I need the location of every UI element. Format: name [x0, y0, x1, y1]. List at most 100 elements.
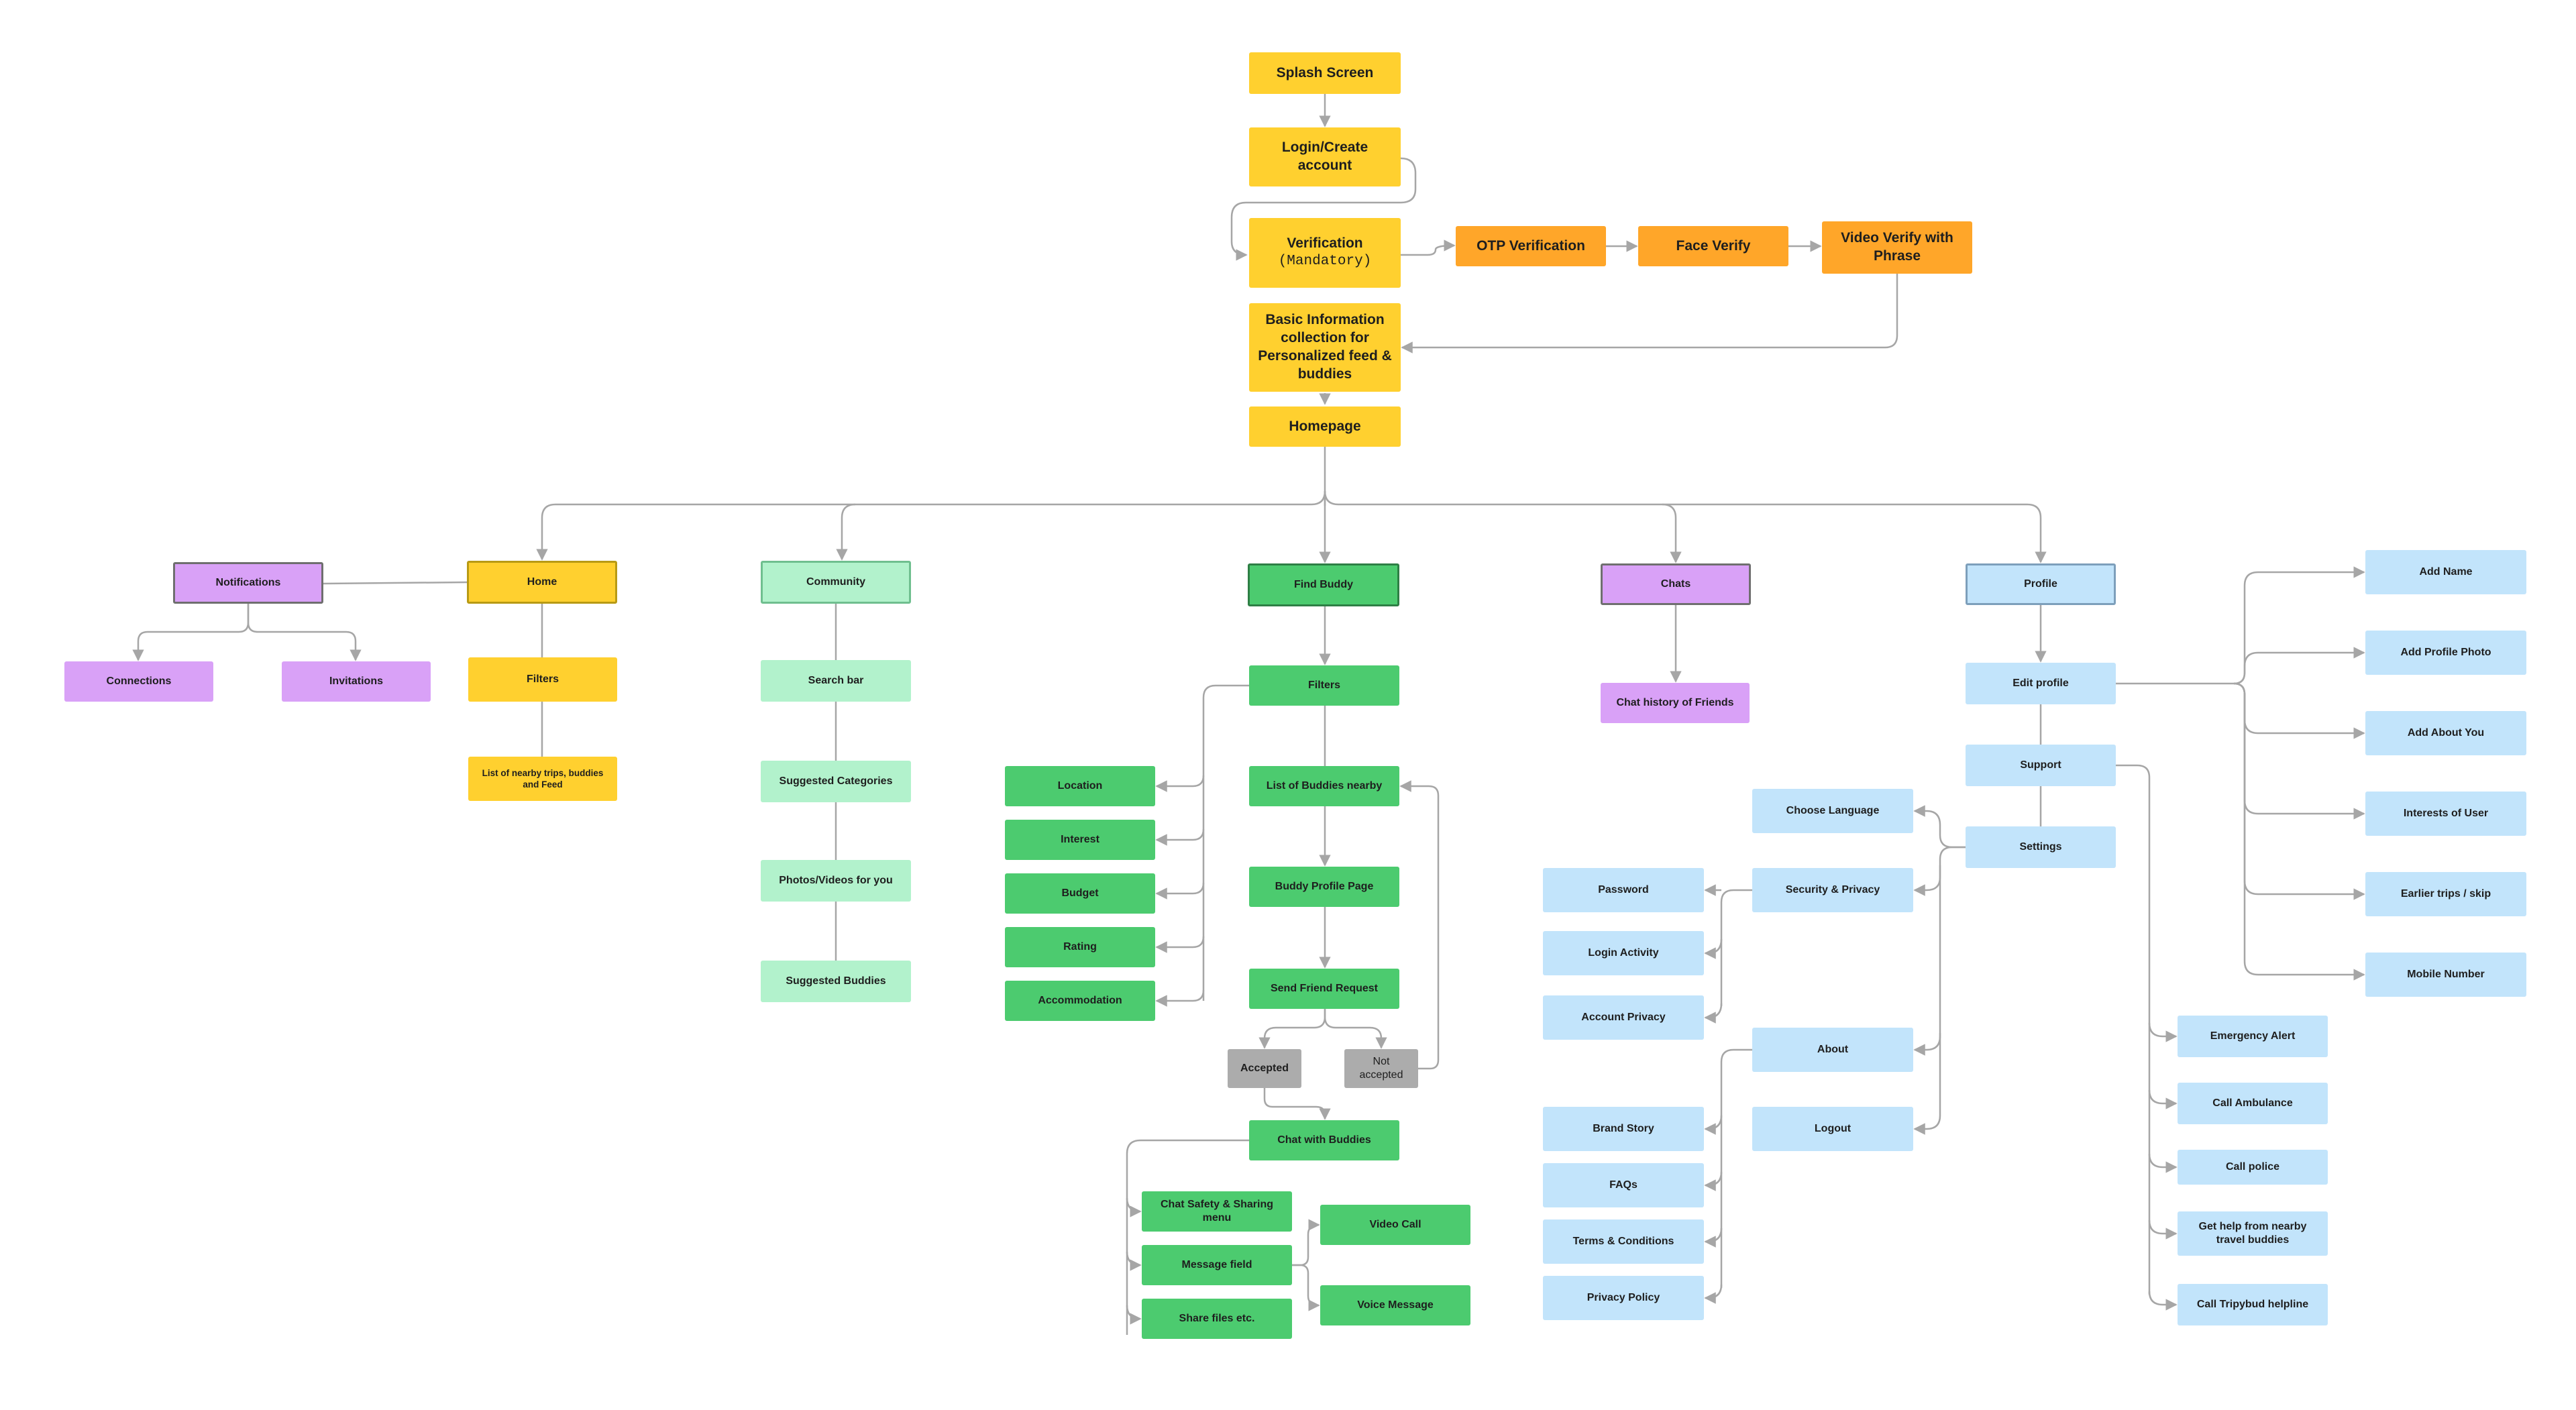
node-suggested-categories: Suggested Categories: [761, 761, 911, 802]
node-otp-verification: OTP Verification: [1456, 226, 1606, 266]
node-login: Login/Create account: [1249, 127, 1401, 186]
node-support: Support: [1966, 745, 2116, 786]
connector-chat-share: [1126, 1305, 1142, 1325]
node-suggested-buddies: Suggested Buddies: [761, 961, 911, 1002]
connector-filters-interest: [1155, 828, 1205, 846]
node-call-ambulance: Call Ambulance: [2178, 1083, 2328, 1124]
node-home-list: List of nearby trips, buddies and Feed: [468, 757, 617, 801]
node-chat-safety: Chat Safety & Sharing menu: [1142, 1191, 1292, 1232]
connector-settings-language: [1913, 805, 1966, 849]
node-terms: Terms & Conditions: [1543, 1219, 1704, 1264]
connector-settings-logout: [1913, 1033, 1941, 1135]
node-verification: Verification (Mandatory): [1249, 218, 1401, 288]
connector-security-trunk: [1720, 889, 1752, 1006]
connector-homepage-home: [536, 490, 1326, 561]
connector-homepage-chats: [1324, 490, 1682, 563]
connector-support-trunk: [2116, 764, 2151, 1295]
node-add-name: Add Name: [2365, 550, 2526, 594]
connector-message-voice: [1292, 1264, 1320, 1311]
connector-filters-budget: [1155, 882, 1205, 900]
node-chats: Chats: [1601, 563, 1751, 605]
node-share-files: Share files etc.: [1142, 1299, 1292, 1339]
node-not-accepted: Not accepted: [1344, 1049, 1418, 1088]
connector-edit-photo: [2233, 647, 2365, 685]
node-filter-interest: Interest: [1005, 820, 1155, 860]
connector-home-notifications: [323, 581, 468, 585]
node-security-privacy: Security & Privacy: [1752, 868, 1913, 912]
node-community: Community: [761, 561, 911, 604]
connector-about-brandstory: [1704, 1115, 1723, 1135]
node-mobile-number: Mobile Number: [2365, 953, 2526, 997]
connector-edit-about: [2233, 682, 2365, 739]
connector-message-videocall: [1292, 1219, 1320, 1266]
node-basic-information: Basic Information collection for Persona…: [1249, 303, 1401, 392]
node-add-about-you: Add About You: [2365, 711, 2526, 755]
connector-request-accepted: [1258, 1009, 1326, 1049]
node-splash-screen: Splash Screen: [1249, 52, 1401, 94]
node-send-friend-request: Send Friend Request: [1249, 969, 1399, 1009]
node-tripybud-helpline: Call Tripybud helpline: [2178, 1284, 2328, 1325]
node-buddy-filters: Filters: [1249, 665, 1399, 706]
connector-edit-interests: [2233, 682, 2365, 820]
node-emergency-alert: Emergency Alert: [2178, 1016, 2328, 1057]
node-connections: Connections: [64, 661, 213, 702]
connector-security-accountprivacy: [1704, 1003, 1723, 1024]
node-login-activity: Login Activity: [1543, 931, 1704, 975]
node-video-verify: Video Verify with Phrase: [1822, 221, 1972, 274]
node-call-police: Call police: [2178, 1150, 2328, 1185]
node-buddies-list: List of Buddies nearby: [1249, 766, 1399, 806]
node-settings: Settings: [1966, 826, 2116, 868]
node-account-privacy: Account Privacy: [1543, 995, 1704, 1040]
connector-chat-trunk: [1126, 1139, 1249, 1335]
node-face-verify: Face Verify: [1638, 226, 1788, 266]
connector-notifications-invitations: [247, 604, 362, 661]
connector-filters-rating: [1155, 936, 1205, 953]
connector-about-trunk: [1720, 1048, 1752, 1288]
connector-about-privacypolicy: [1704, 1284, 1723, 1304]
node-video-call: Video Call: [1320, 1205, 1470, 1245]
node-search-bar: Search bar: [761, 660, 911, 702]
connector-homepage-community: [836, 503, 856, 561]
connector-support-ambulance: [2148, 1089, 2178, 1109]
connector-about-faqs: [1704, 1171, 1723, 1191]
connector-chat-message: [1126, 1251, 1142, 1271]
connector-support-helpline: [2148, 1291, 2178, 1311]
node-buddy-profile: Buddy Profile Page: [1249, 867, 1399, 907]
node-earlier-trips: Earlier trips / skip: [2365, 872, 2526, 916]
connector-homepage-profile: [1662, 503, 2047, 563]
node-filter-rating: Rating: [1005, 927, 1155, 967]
connector-notaccepted-list: [1399, 780, 1440, 1070]
node-home-filters: Filters: [468, 657, 617, 702]
node-nearby-help: Get help from nearby travel buddies: [2178, 1211, 2328, 1256]
node-filter-accommodation: Accommodation: [1005, 981, 1155, 1021]
node-invitations: Invitations: [282, 661, 431, 702]
connector-filters-location: [1155, 775, 1205, 792]
connector-filters-accommodation: [1155, 989, 1205, 1007]
connector-edit-trips: [2233, 682, 2365, 900]
connector-chat-safety: [1126, 1197, 1142, 1217]
node-password: Password: [1543, 868, 1704, 912]
connector-support-emergency: [2148, 1022, 2178, 1042]
connector-login-verification: [1230, 157, 1417, 261]
connector-settings-about: [1913, 865, 1941, 1056]
connector-edit-mobile: [2233, 682, 2365, 981]
node-homepage: Homepage: [1249, 406, 1401, 447]
node-chat-history: Chat history of Friends: [1601, 683, 1750, 723]
node-add-profile-photo: Add Profile Photo: [2365, 631, 2526, 675]
connector-support-help: [2148, 1219, 2178, 1240]
node-brand-story: Brand Story: [1543, 1107, 1704, 1151]
node-edit-profile: Edit profile: [1966, 663, 2116, 704]
connector-edit-name: [2233, 566, 2365, 685]
connector-filters-trunk: [1202, 684, 1249, 1001]
connector-about-terms: [1704, 1228, 1723, 1248]
node-notifications: Notifications: [173, 562, 323, 604]
connector-verification-otp: [1401, 239, 1456, 256]
node-voice-message: Voice Message: [1320, 1285, 1470, 1325]
node-profile: Profile: [1966, 563, 2116, 605]
node-home: Home: [467, 561, 617, 604]
node-about: About: [1752, 1028, 1913, 1072]
node-photos-videos: Photos/Videos for you: [761, 860, 911, 902]
node-choose-language: Choose Language: [1752, 789, 1913, 833]
